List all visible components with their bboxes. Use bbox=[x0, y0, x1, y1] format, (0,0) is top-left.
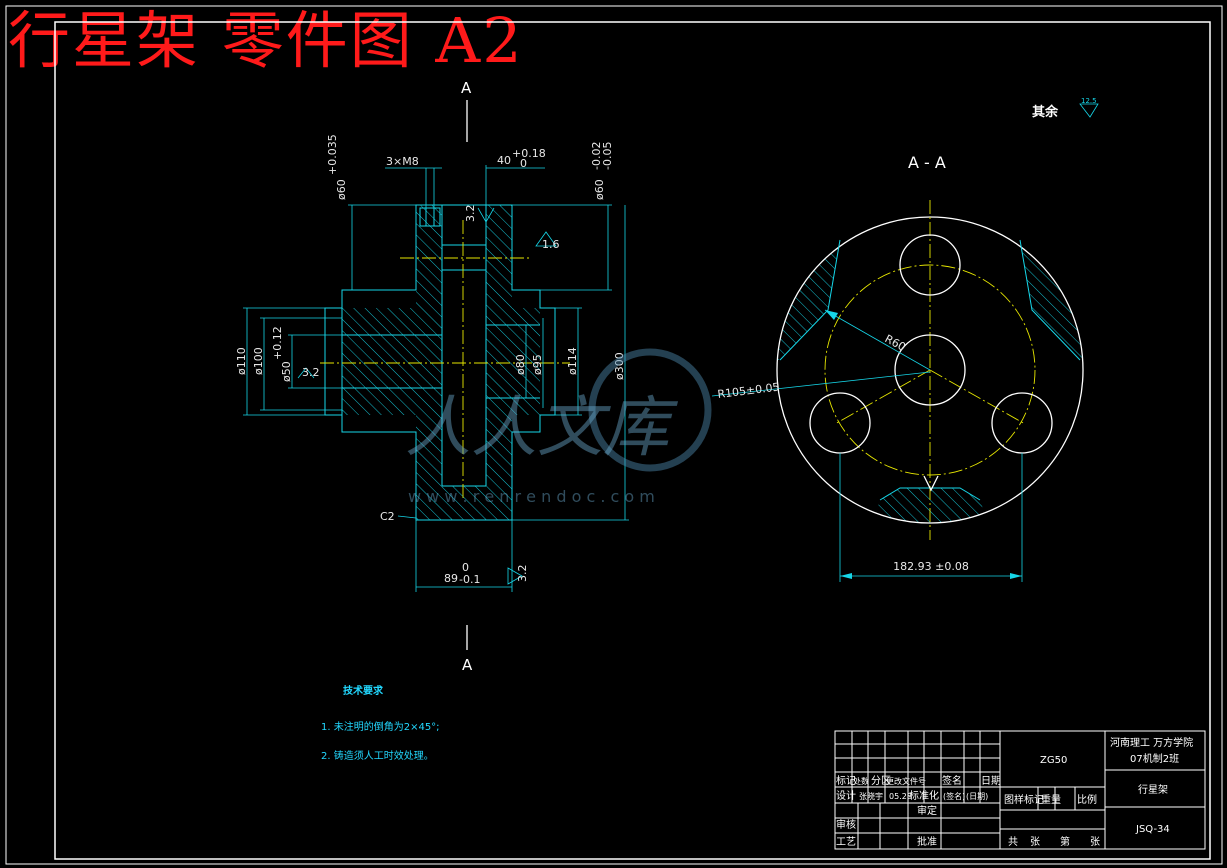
drawing-banner-title: 行星架 零件图 A2 bbox=[8, 4, 524, 77]
section-cut-markers: A A bbox=[461, 79, 473, 674]
tb-hdr-approve: 批准 bbox=[917, 835, 937, 848]
watermark-url: w w w . r e n r e n d o c . c o m bbox=[408, 487, 655, 506]
tb-row-craft: 工艺 bbox=[836, 836, 856, 848]
dim-d60-right: ø60 bbox=[593, 179, 606, 200]
outer-frame bbox=[5, 5, 1223, 865]
dim-d110: ø110 bbox=[235, 347, 248, 375]
pin-hole-top bbox=[899, 234, 961, 296]
roughness-note-label: 其余 bbox=[1032, 104, 1059, 120]
dim-len40-tol-lo: 0 bbox=[520, 157, 527, 170]
view-a-a: A - A R60 R105±0.05 18 bbox=[711, 153, 1084, 582]
dim-chord: 182.93 ±0.08 bbox=[893, 560, 969, 573]
section-dimensions: ø60 +0.035 3×M8 40 +0.18 0 ø60 -0.02 -0.… bbox=[235, 134, 629, 592]
dim-len89-tol-hi: 0 bbox=[462, 561, 469, 574]
tb-scale: 比例 bbox=[1077, 793, 1097, 806]
tb-hdr-date: 日期 bbox=[981, 775, 1001, 787]
tb-material: ZG50 bbox=[1040, 755, 1067, 766]
dim-d300: ø300 bbox=[613, 352, 626, 380]
pin-hole-right bbox=[991, 392, 1053, 454]
roughness-note-value: 12.5 bbox=[1081, 97, 1097, 105]
tech-req-item-1: 1. 未注明的倒角为2×45°; bbox=[321, 720, 440, 733]
tb-school-line1: 河南理工 万方学院 bbox=[1110, 736, 1193, 749]
dim-d114: ø114 bbox=[566, 347, 579, 375]
pin-hole-left bbox=[809, 392, 871, 454]
inner-frame bbox=[54, 21, 1211, 860]
tb-hdr-date2: (日期) bbox=[966, 792, 988, 801]
watermark: 人人文库 w w w . r e n r e n d o c . c o m bbox=[405, 348, 712, 506]
roughness-general-note: 其余 12.5 bbox=[1032, 97, 1099, 120]
tech-req-title: 技术要求 bbox=[343, 684, 384, 697]
tb-sheet-no: 第 bbox=[1060, 835, 1070, 848]
dim-d60-top-tol: +0.035 bbox=[326, 134, 339, 175]
tb-weight: 重量 bbox=[1041, 793, 1061, 806]
roughness-32-a: 3.2 bbox=[464, 205, 477, 223]
tb-row-design: 设计 bbox=[836, 789, 856, 802]
dim-d95: ø95 bbox=[531, 354, 544, 375]
tb-hdr-zone: 分区 bbox=[871, 775, 891, 787]
tb-stage-mark: 图样标记 bbox=[1004, 793, 1044, 806]
tb-hdr-check: 审定 bbox=[917, 804, 937, 817]
roughness-16: 1.6 bbox=[542, 238, 560, 251]
roughness-32-c: 3.2 bbox=[516, 565, 529, 583]
tb-school-line2: 07机制2班 bbox=[1130, 752, 1179, 765]
dim-d100: ø100 bbox=[252, 347, 265, 375]
cut-label-bottom: A bbox=[462, 656, 473, 674]
roughness-32-b: 3.2 bbox=[302, 366, 320, 379]
dim-d50-tol-hi: +0.12 bbox=[271, 326, 284, 360]
tb-hdr-mark: 标记 bbox=[836, 775, 856, 787]
tb-row-review: 审核 bbox=[836, 818, 856, 831]
dim-len40: 40 bbox=[497, 154, 511, 167]
center-bore bbox=[894, 334, 966, 406]
title-block: ZG50 河南理工 万方学院 07机制2班 行星架 JSQ-34 图样标记 重量… bbox=[834, 730, 1206, 850]
tb-design-date: 05.28 bbox=[889, 792, 912, 801]
tb-drawing-no: JSQ-34 bbox=[1135, 824, 1170, 835]
tb-sheet-unit: 张 bbox=[1030, 836, 1040, 848]
dim-d60-right-tol-hi: -0.02 bbox=[590, 142, 603, 170]
dim-d60-top: ø60 bbox=[335, 179, 348, 200]
tb-part-name: 行星架 bbox=[1138, 783, 1168, 796]
dim-len40-tol-hi: +0.18 bbox=[512, 147, 546, 160]
watermark-logo-text: 人人文库 bbox=[405, 389, 679, 466]
dim-d50: ø50 bbox=[280, 361, 293, 382]
dim-chamfer: C2 bbox=[380, 510, 395, 523]
dim-thread: 3×M8 bbox=[386, 155, 419, 168]
section-title: A - A bbox=[908, 153, 946, 172]
dim-len89: 89 bbox=[444, 572, 458, 585]
technical-requirements: 技术要求 1. 未注明的倒角为2×45°; 2. 铸造须人工时效处理。 bbox=[321, 684, 440, 762]
tb-hdr-docno: 更改文件号 bbox=[886, 776, 926, 786]
tech-req-item-2: 2. 铸造须人工时效处理。 bbox=[321, 749, 434, 762]
dim-r105: R105±0.05 bbox=[717, 380, 780, 401]
cut-label-top: A bbox=[461, 79, 472, 97]
tb-hdr-count: 处数 bbox=[853, 776, 869, 786]
dim-d60-right-tol-lo: -0.05 bbox=[601, 142, 614, 170]
section-view: ø60 +0.035 3×M8 40 +0.18 0 ø60 -0.02 -0.… bbox=[235, 134, 629, 592]
dim-d80: ø80 bbox=[514, 354, 527, 375]
tb-sheet-total: 共 bbox=[1008, 836, 1018, 848]
tb-hdr-std: 标准化 bbox=[909, 789, 939, 802]
tb-sheet-unit2: 张 bbox=[1090, 836, 1100, 848]
section-hatching bbox=[342, 205, 540, 520]
tb-hdr-sign2: (签名) bbox=[943, 791, 965, 801]
dim-len89-tol-lo: -0.1 bbox=[459, 573, 480, 586]
tb-hdr-sign: 签名 bbox=[942, 774, 962, 787]
tb-designer: 张晓宇 bbox=[859, 791, 883, 801]
